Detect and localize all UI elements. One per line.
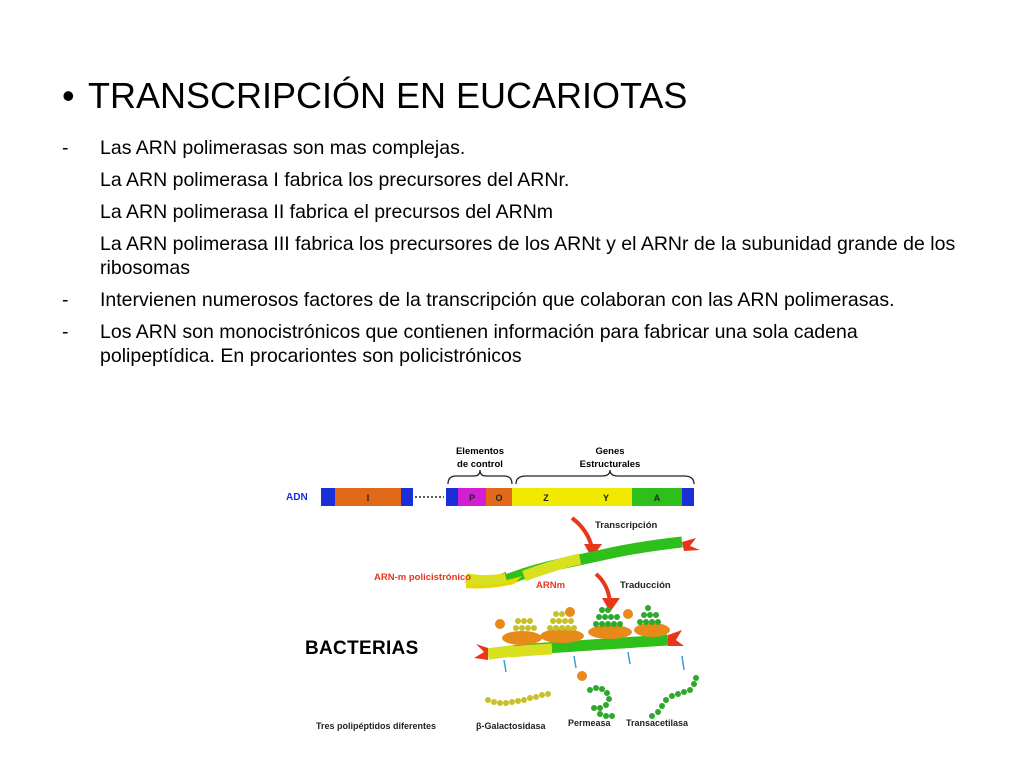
row-marker: - (62, 321, 69, 343)
bacterias-label: BACTERIAS (305, 638, 419, 659)
row-marker: - (62, 289, 69, 311)
caption-transacetilasa: Transacetilasa (626, 718, 689, 728)
mrna-tail-right (682, 538, 700, 551)
polysome-mrna-yellow-2 (487, 645, 515, 660)
dna-segment-y (580, 488, 632, 506)
label-adn: ADN (286, 492, 308, 503)
row-text: Intervienen numerosos factores de la tra… (100, 289, 895, 311)
row-text: La ARN polimerasa I fabrica los precurso… (100, 169, 570, 191)
label-estructurales: Estructurales (580, 459, 641, 470)
brace-control (447, 469, 513, 485)
arrow-small (627, 651, 631, 665)
arrow-small (681, 655, 685, 671)
arrow-transcripcion (570, 516, 594, 549)
polypeptide-yellow (485, 691, 551, 706)
label-elementos: Elementos (456, 446, 504, 457)
caption-galactosidasa: β-Galactosidasa (476, 721, 547, 731)
label-de-control: de control (457, 459, 503, 470)
row-text: La ARN polimerasa II fabrica el precurso… (100, 201, 554, 223)
label-transcripcion: Transcripción (595, 520, 657, 531)
label-arnm: ARNm (536, 580, 565, 591)
arrow-small (573, 655, 577, 669)
mrna-yellow (522, 553, 582, 582)
segment-o-label: O (495, 493, 502, 503)
dna-segment-z (512, 488, 580, 506)
label-arnm-policistronico: ARN-m policistrónico (374, 572, 471, 583)
polysome-tail-left (474, 644, 488, 660)
free-ribosome (577, 671, 587, 681)
row-text: La ARN polimerasa III fabrica los precur… (100, 233, 956, 279)
arrow-small (503, 659, 507, 673)
dna-block (321, 488, 335, 506)
polypeptide-green-2 (649, 675, 699, 719)
body-row-5: - Intervienen numerosos factores de la t… (62, 288, 972, 312)
segment-y-label: Y (603, 493, 609, 503)
title-bullet: • (62, 75, 75, 116)
dna-block (446, 488, 458, 506)
slide-body: - Las ARN polimerasas son mas complejas.… (62, 136, 972, 376)
dna-segment-a (632, 488, 682, 506)
row-marker: - (62, 137, 69, 159)
body-row-2: La ARN polimerasa I fabrica los precurso… (62, 168, 972, 192)
dna-block (401, 488, 413, 506)
body-row-4: La ARN polimerasa III fabrica los precur… (62, 232, 972, 280)
polypeptide-green-1 (587, 685, 615, 719)
operon-diagram: Elementos de control Genes Estructurales… (286, 446, 700, 731)
polysome-tail-right (668, 630, 684, 646)
body-row-6: - Los ARN son monocistrónicos que contie… (62, 320, 972, 368)
row-text: Las ARN polimerasas son mas complejas. (100, 137, 466, 159)
label-traduccion: Traducción (620, 580, 671, 591)
arrowhead (584, 544, 602, 558)
segment-p-label: P (469, 493, 475, 503)
segment-i-label: I (367, 493, 370, 503)
brace-genes (515, 469, 695, 485)
label-genes: Genes (595, 446, 624, 457)
nascent-chains (513, 605, 661, 631)
segment-z-label: Z (543, 493, 549, 503)
arrowhead (602, 598, 620, 612)
body-row-1: - Las ARN polimerasas son mas complejas. (62, 136, 972, 160)
dna-segment-o (486, 488, 512, 506)
caption-permeasa: Permeasa (568, 718, 612, 728)
caption-tres-polipeptidos: Tres polipéptidos diferentes (316, 721, 436, 731)
dna-segment-i (335, 488, 401, 506)
row-text: Los ARN son monocistrónicos que contiene… (100, 321, 858, 367)
body-row-3: La ARN polimerasa II fabrica el precurso… (62, 200, 972, 224)
slide-title: • TRANSCRIPCIÓN EN EUCARIOTAS (62, 74, 687, 118)
arrow-traduccion (594, 572, 612, 603)
title-text: TRANSCRIPCIÓN EN EUCARIOTAS (88, 75, 688, 116)
polysome-mrna-yellow (509, 643, 553, 658)
mrna-yellow-band (464, 573, 507, 585)
dna-segment-p (458, 488, 486, 506)
ribosomes (495, 607, 670, 645)
segment-a-label: A (654, 493, 661, 503)
dna-block (682, 488, 694, 506)
